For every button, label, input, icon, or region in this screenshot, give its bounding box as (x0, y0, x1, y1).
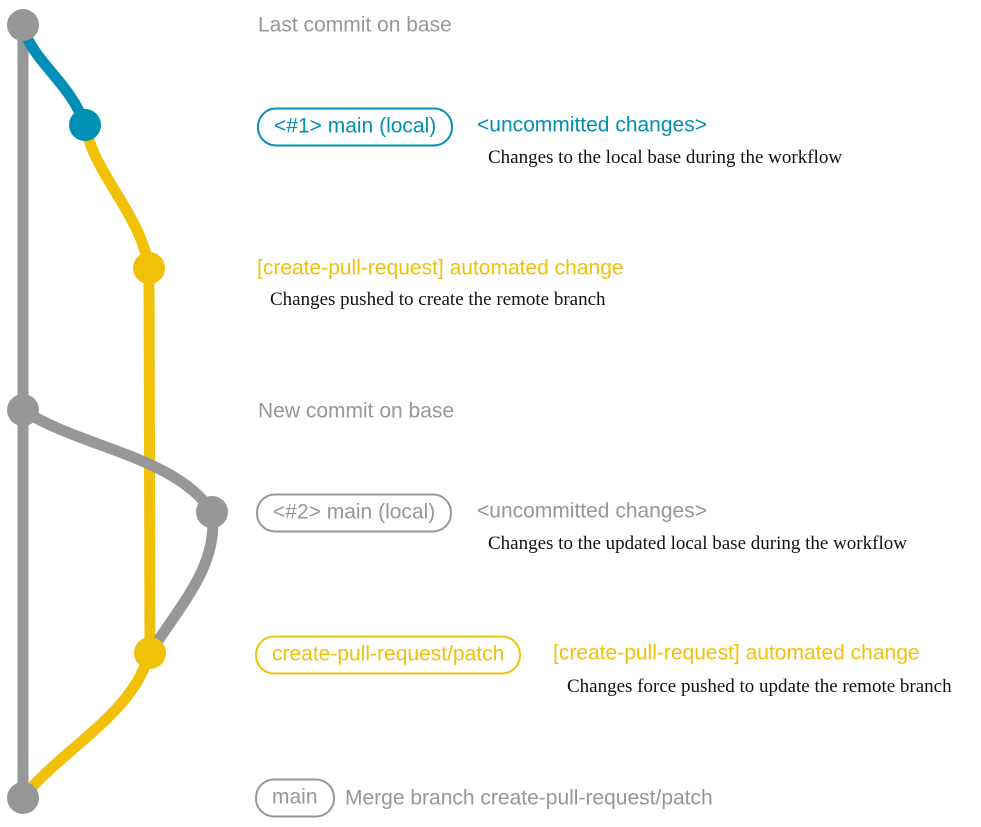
note-pushed-create-remote-branch: Changes pushed to create the remote bran… (270, 289, 606, 310)
branch-badge-main: main (255, 778, 335, 818)
commit-dot-automated-1 (133, 252, 165, 284)
commit-dot-main-local-1 (69, 109, 101, 141)
last-commit-on-base-label: Last commit on base (258, 13, 452, 37)
branch-badge-main-local-1: <#1> main (local) (257, 107, 454, 147)
commit-message-automated-2: [create-pull-request] automated change (553, 641, 920, 665)
uncommitted-changes-label-1: <uncommitted changes> (477, 113, 707, 137)
branch-line-main-local-1 (17, 21, 91, 131)
commit-dot-last-base (7, 9, 39, 41)
branch-badge-main-local-2: <#2> main (local) (256, 493, 453, 533)
branch-badge-create-pull-request-patch: create-pull-request/patch (255, 635, 522, 675)
branch-line-main-local-2 (17, 404, 219, 659)
commit-dot-main-local-2 (196, 496, 228, 528)
note-force-pushed-update-remote-branch: Changes force pushed to update the remot… (567, 676, 952, 697)
commit-dot-new-base (7, 394, 39, 426)
commit-message-automated-1: [create-pull-request] automated change (257, 256, 624, 280)
new-commit-on-base-label: New commit on base (258, 399, 455, 423)
merge-commit-message: Merge branch create-pull-request/patch (345, 786, 713, 810)
commit-dot-automated-2 (134, 637, 166, 669)
note-updated-local-base-changes: Changes to the updated local base during… (488, 533, 907, 554)
commit-dot-merge (7, 782, 39, 814)
note-local-base-changes: Changes to the local base during the wor… (488, 147, 843, 168)
uncommitted-changes-label-2: <uncommitted changes> (477, 499, 707, 523)
